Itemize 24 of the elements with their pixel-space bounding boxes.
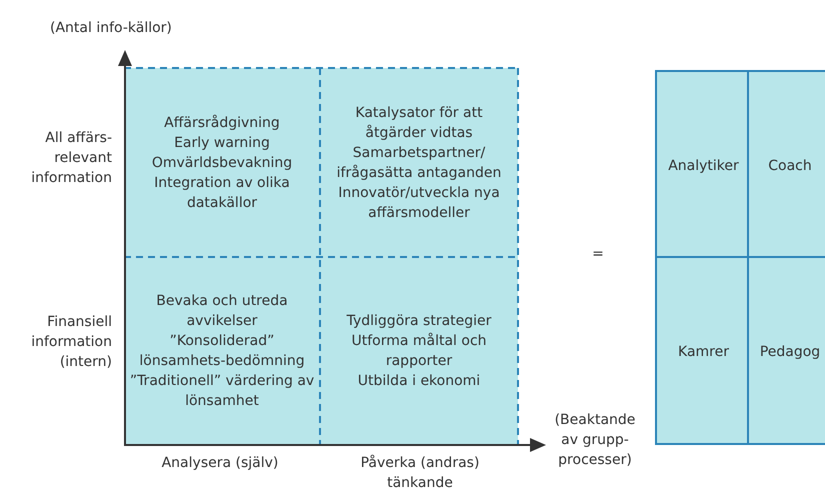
cell-text: Pedagog bbox=[760, 343, 820, 362]
equals-sign: = bbox=[591, 245, 605, 264]
cell-text: ”Konsoliderad” lönsamhets-bedömning bbox=[138, 332, 306, 371]
cell-text: Analytiker bbox=[668, 156, 739, 176]
cell-text: Affärsrådgivning bbox=[164, 114, 280, 132]
cell-text: Bevaka och utreda avvikelser bbox=[155, 292, 289, 331]
cell-text: Kamrer bbox=[678, 343, 729, 362]
axis-title: (Beaktande av grupp-processer) bbox=[554, 411, 636, 470]
cell-text: Integration av olika datakällor bbox=[153, 174, 291, 212]
axis-title: (Antal info-källor) bbox=[50, 19, 173, 38]
cell-text: ”Traditionell” värdering av lönsamhet bbox=[128, 372, 316, 411]
cell-text: Katalysator för att åtgärder vidtas bbox=[354, 104, 484, 142]
row-label: Finansiell information (intern) bbox=[30, 313, 112, 372]
column-label: Påverka (andras) tänkande bbox=[360, 454, 480, 493]
cell-text: Utbilda i ekonomi bbox=[358, 372, 480, 391]
column-label: Analysera (själv) bbox=[160, 454, 280, 473]
cell-text: Utforma måltal och rapporter bbox=[350, 332, 488, 371]
cell-text: Early warning bbox=[174, 134, 270, 152]
cell-text: Coach bbox=[768, 156, 812, 176]
row-label: All affärs-relevant information bbox=[30, 129, 112, 188]
cell-text: Tydliggöra strategier bbox=[346, 312, 492, 331]
cell-text: Samarbetspartner/ ifrågasätta antaganden bbox=[336, 144, 502, 182]
cell-text: Omvärldsbevakning bbox=[152, 154, 292, 172]
cell-text: Innovatör/utveckla nya affärsmodeller bbox=[337, 184, 501, 222]
